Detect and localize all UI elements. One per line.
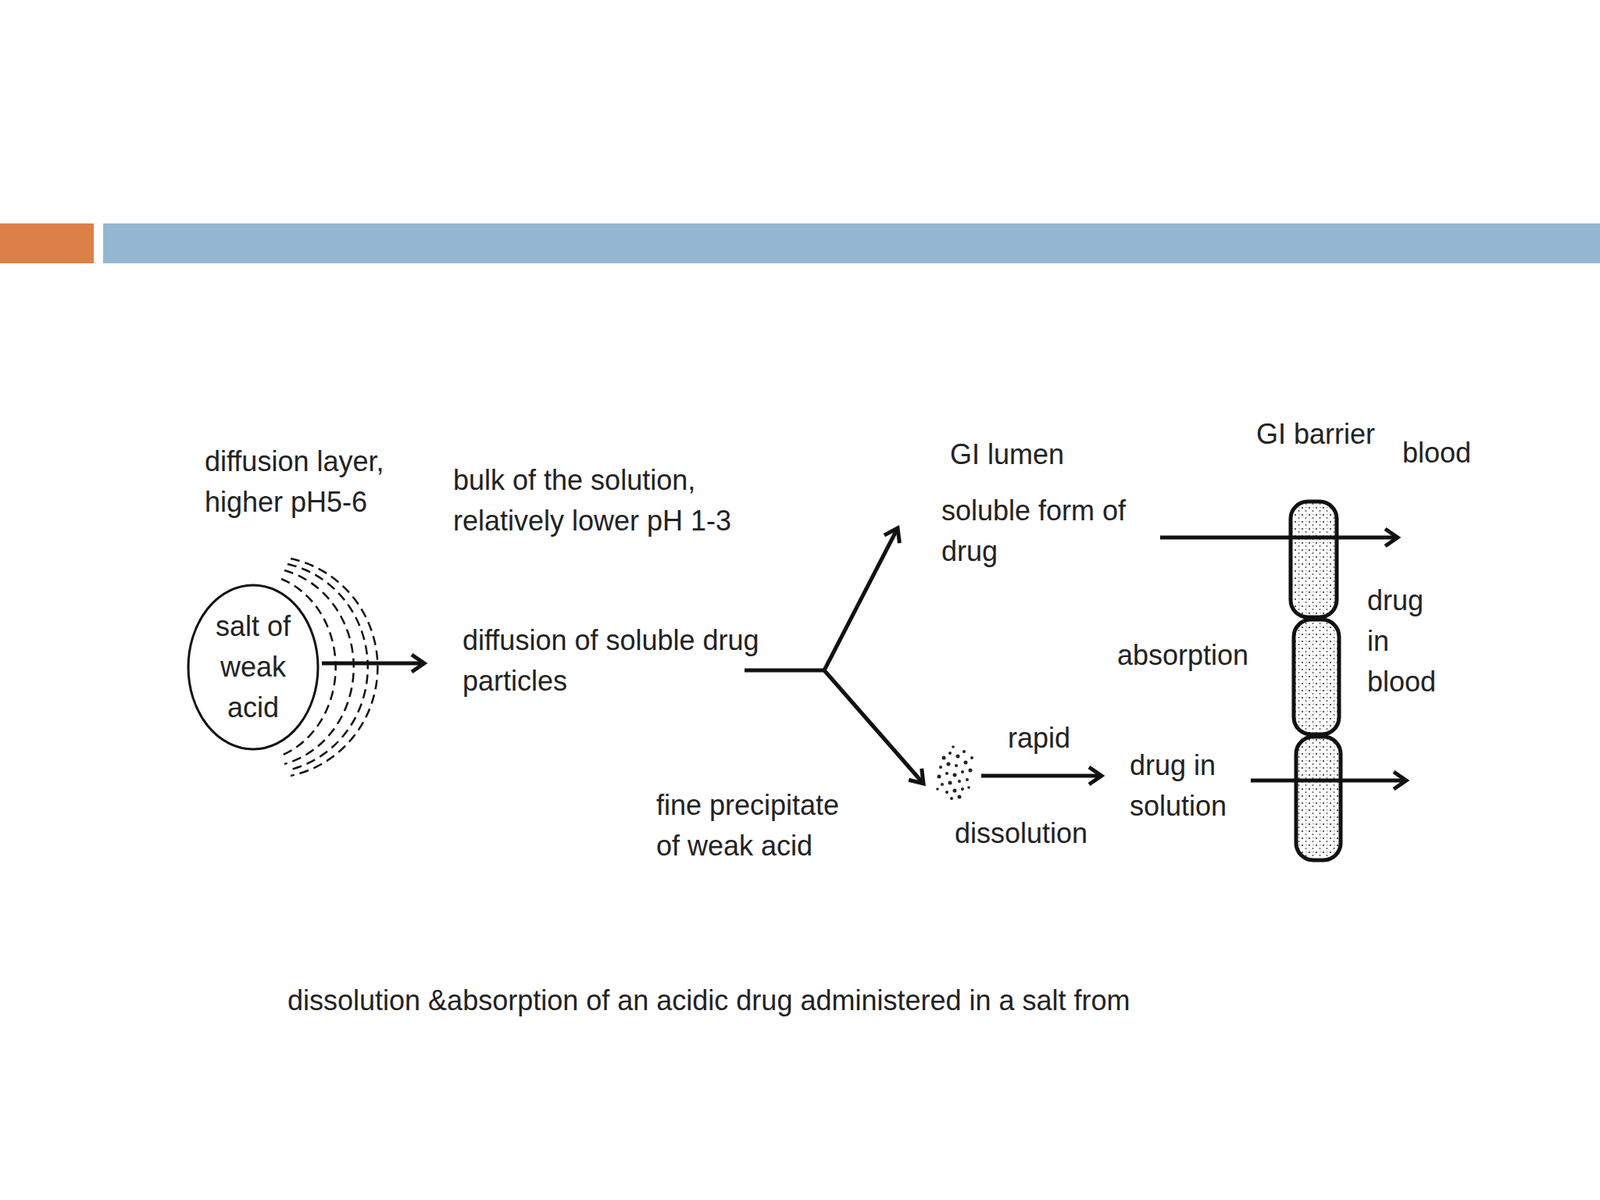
node-text-wrap: salt of weak acid bbox=[186, 583, 320, 751]
gi-barrier-cells bbox=[1290, 501, 1341, 861]
circle-shape bbox=[188, 585, 318, 750]
annotation-label: absorption bbox=[1117, 635, 1282, 676]
annotation-label: bulk of the solution, relatively lower p… bbox=[453, 460, 747, 542]
annotation-label: rapid bbox=[1007, 717, 1102, 759]
precipitate-particles bbox=[935, 745, 974, 800]
figure-caption: dissolution &absorption of an acidic dru… bbox=[287, 980, 1131, 1022]
drug-particle-circle: salt of weak acid bbox=[186, 583, 320, 751]
annotation-label: diffusion layer, higher pH5-6 bbox=[204, 441, 416, 523]
annotation-label: drug in blood bbox=[1367, 580, 1446, 703]
annotation-label: GI barrier bbox=[1256, 414, 1413, 455]
node-label: salt of weak acid bbox=[206, 606, 300, 729]
annotation-label: drug in solution bbox=[1129, 745, 1240, 827]
header-accent bbox=[0, 223, 94, 264]
annotation-label: soluble form of drug bbox=[941, 490, 1153, 572]
annotation-label: blood bbox=[1402, 432, 1512, 474]
annotation-label: diffusion of soluble drug particles bbox=[462, 620, 775, 702]
annotation-label: dissolution bbox=[954, 813, 1127, 854]
annotation-label: GI lumen bbox=[950, 434, 1122, 475]
header-bar bbox=[103, 223, 1600, 264]
annotation-label: fine precipitate of weak acid bbox=[656, 785, 852, 867]
